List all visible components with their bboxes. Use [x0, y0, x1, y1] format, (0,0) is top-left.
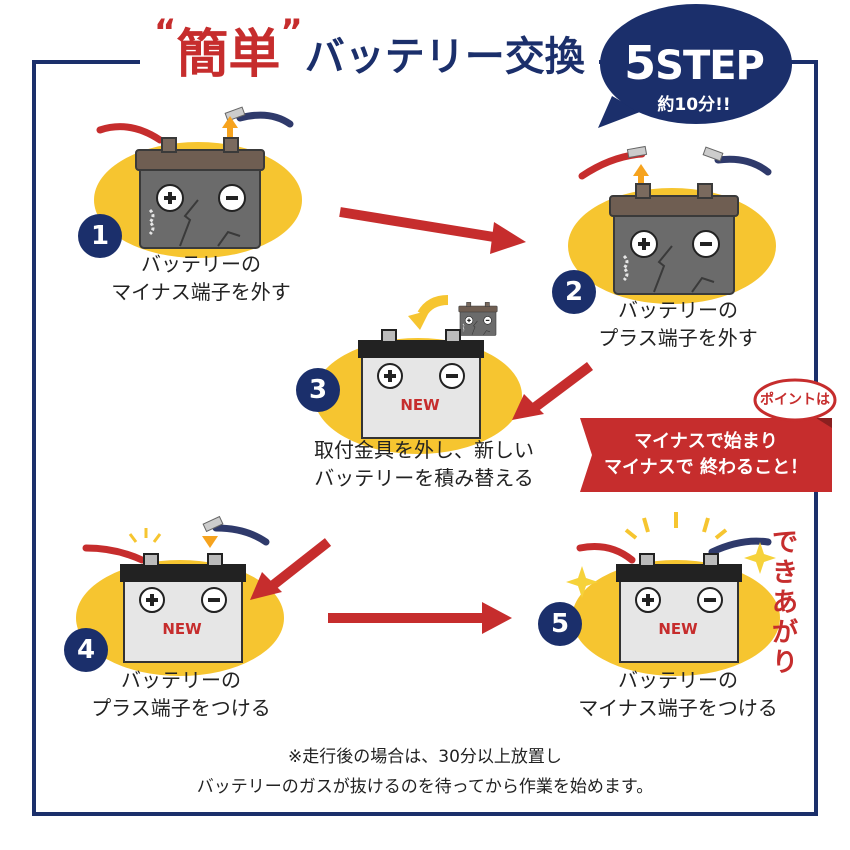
step-1-number: 1: [78, 214, 122, 258]
footnote-line-2: バッテリーのガスが抜けるのを待ってから作業を始めます。: [196, 777, 654, 797]
point-bubble: ポイントは: [760, 392, 830, 408]
arrow-2-to-3: [512, 362, 593, 420]
badge-tail: [598, 96, 640, 128]
step-2-number: 2: [552, 270, 596, 314]
new-label-step-4: NEW: [162, 620, 202, 638]
step-4-illustration: [76, 515, 284, 676]
step-5-label-line-2: マイナス端子をつける: [578, 696, 778, 720]
point-banner: マイナスで始まり マイナスで 終わること！: [580, 418, 832, 492]
step-badge: 5STEP 約10分!!: [596, 2, 792, 118]
badge-duration: 約10分!!: [657, 95, 731, 115]
badge-step-count: 5: [624, 36, 656, 90]
title-main: 簡単: [176, 25, 281, 85]
step-3-number: 3: [296, 368, 340, 412]
arrow-3-to-4: [250, 538, 332, 600]
step-5-number: 5: [538, 602, 582, 646]
completion-char: が: [771, 618, 798, 648]
footnote: ※走行後の場合は、30分以上放置し バッテリーのガスが抜けるのを待ってから作業を…: [60, 742, 790, 802]
completion-char: り: [771, 648, 798, 678]
step-4-number: 4: [64, 628, 108, 672]
step-5-illustration: [566, 512, 780, 676]
point-line-1: マイナスで始まり: [634, 431, 778, 452]
step-1-label-line-2: マイナス端子を外す: [111, 280, 291, 304]
footnote-line-1: ※走行後の場合は、30分以上放置し: [288, 747, 562, 767]
step-3-label-line-2: バッテリーを積み替える: [314, 466, 534, 490]
step-5-label-line-1: バッテリーの: [618, 668, 738, 692]
page-title: “ 簡単 ” バッテリー交換: [140, 4, 599, 90]
step-2-illustration: [568, 145, 776, 304]
step-1-illustration: [94, 106, 302, 258]
step-4-label: バッテリーの プラス端子をつける: [76, 666, 286, 722]
point-line-2: マイナスで 終わること！: [604, 457, 808, 478]
step-2-label: バッテリーの プラス端子を外す: [578, 296, 778, 352]
step-4-label-line-2: プラス端子をつける: [91, 696, 271, 720]
step-3-illustration: [314, 295, 522, 454]
completion-char: き: [771, 558, 798, 588]
arrow-4-to-5: [328, 602, 512, 634]
step-1-label: バッテリーの マイナス端子を外す: [96, 250, 306, 306]
point-banner-bg: [580, 418, 832, 492]
title-rest: バッテリー交換: [304, 34, 585, 80]
step-5-label: バッテリーの マイナス端子をつける: [560, 666, 796, 722]
step-badge-bg: [600, 4, 792, 124]
completion-text: で き あ が り: [770, 528, 800, 678]
completion-char: で: [771, 528, 798, 558]
title-quote-open: “: [154, 12, 177, 52]
title-quote-close: ”: [280, 12, 303, 52]
step-3-label: 取付金具を外し、新しい バッテリーを積み替える: [296, 436, 552, 492]
completion-char: あ: [771, 588, 798, 618]
new-label-step-3: NEW: [400, 396, 440, 414]
badge-step-word: STEP: [655, 43, 765, 89]
point-bubble-bg: [753, 378, 837, 422]
step-3-label-line-1: 取付金具を外し、新しい: [314, 438, 534, 462]
step-4-label-line-1: バッテリーの: [121, 668, 241, 692]
arrow-1-to-2: [339, 207, 526, 254]
step-1-label-line-1: バッテリーの: [141, 252, 261, 276]
step-2-label-line-2: プラス端子を外す: [598, 326, 758, 350]
new-label-step-5: NEW: [658, 620, 698, 638]
step-2-label-line-1: バッテリーの: [618, 298, 738, 322]
